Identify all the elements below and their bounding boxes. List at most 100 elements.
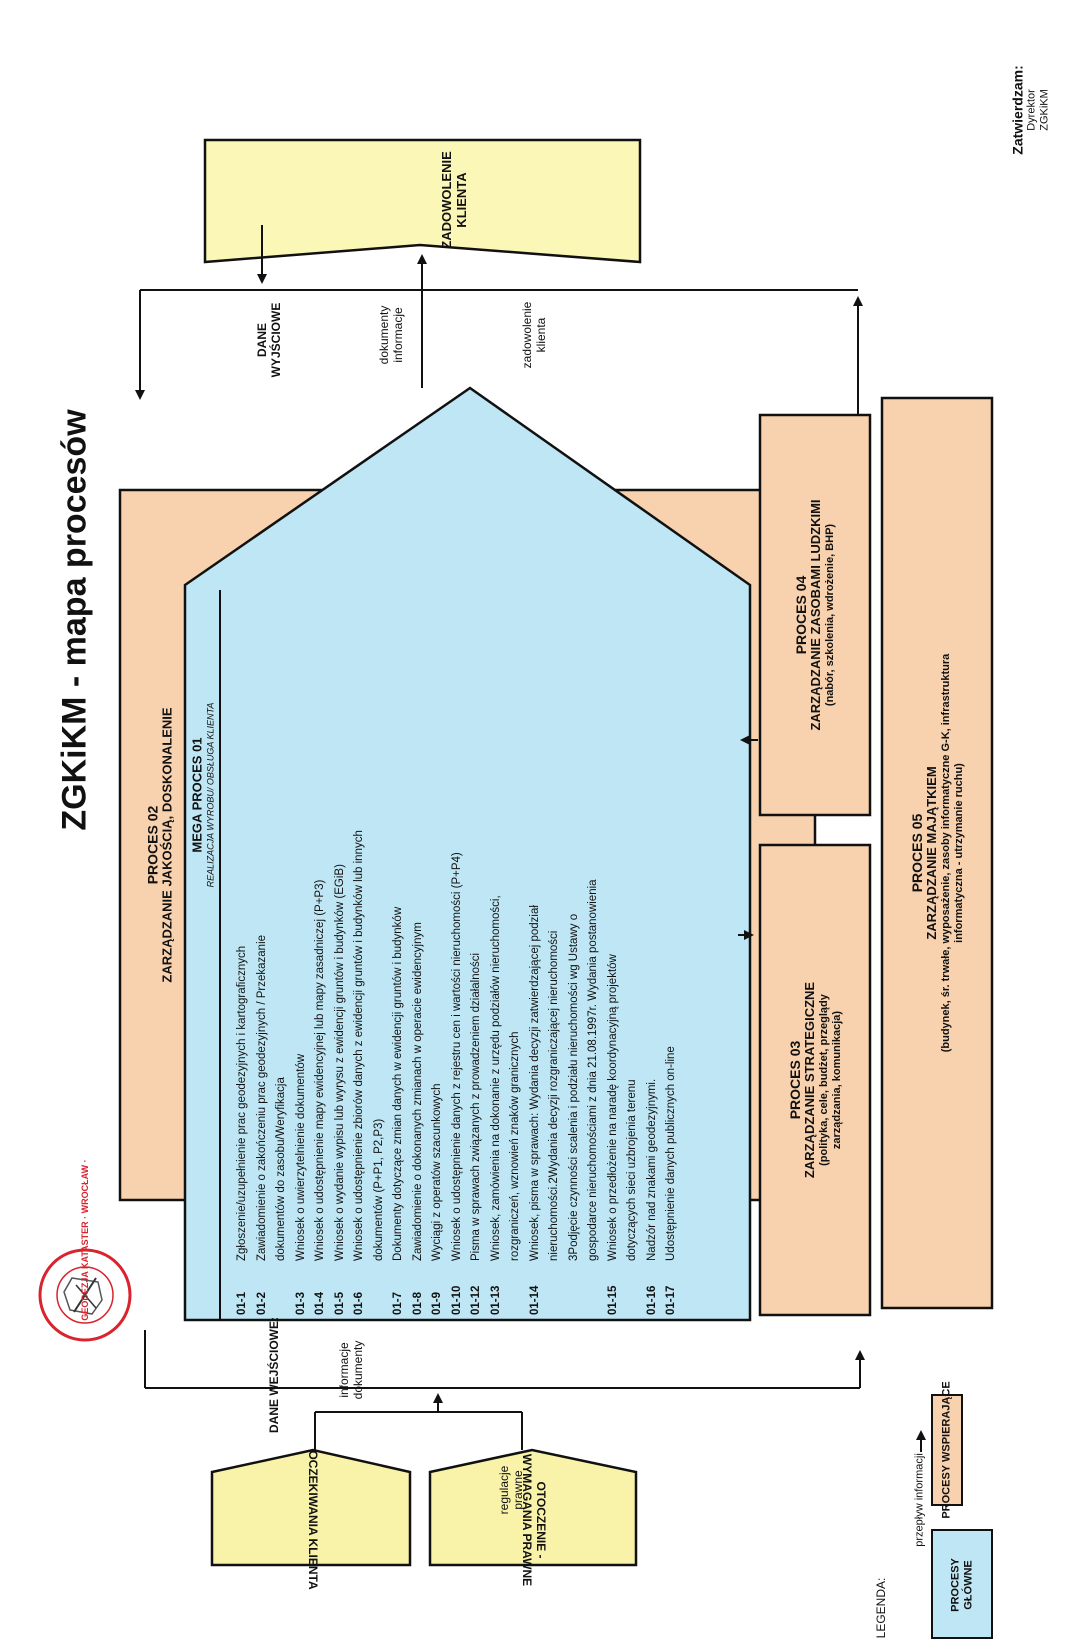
process-04-name: PROCES 04 [793,575,810,655]
item-text: Zgłoszenie/uzupełnienie prac geodezyjnyc… [236,945,248,1261]
mega-process-item: gospodarce nieruchomościami z dnia 21.08… [584,830,604,1315]
item-code: 01-1 [236,1291,248,1315]
item-text: Pisma w sprawach związanych z prowadzeni… [470,952,482,1261]
item-code: 01-2 [255,1291,268,1315]
item-text: Wniosek o udostępnienie mapy ewidencyjne… [314,879,326,1261]
process-04-detail: (nabór, szkolenia, wdrożenie, BHP) [824,523,837,707]
process-02-label: PROCES 02 ZARZĄDZANIE JAKOŚCIĄ, DOSKONAL… [144,707,175,982]
item-code: 01-6 [353,1291,365,1315]
mega-process-item: dotyczących sieci uzbrojenia terenu [623,830,643,1315]
item-text: dokumentów do zasobu/Weryfikacja [275,1077,287,1261]
process-04-label: PROCES 04 ZARZĄDZANIE ZASOBAMI LUDZKIMI … [793,499,837,730]
mega-process-item: 01-3 Wniosek o uwierzytelnienie dokumentó… [292,830,312,1315]
process-03-label: PROCES 03 ZARZĄDZANIE STRATEGICZNE (poli… [786,981,843,1179]
process-02-desc: ZARZĄDZANIE JAKOŚCIĄ, DOSKONALENIE [159,707,175,983]
item-code: 01-4 [314,1291,326,1315]
mega-process-item: 01-10 Wniosek o udostępnienie danych z re… [448,830,468,1315]
process-04-desc: ZARZĄDZANIE ZASOBAMI LUDZKIMI [808,499,824,731]
mega-process-item: rozgraniczeń, wznowień znaków granicznyc… [506,830,526,1315]
item-text: Zawiadomienie o zakończeniu prac geodezy… [255,934,268,1261]
item-text: Udostępnienie danych publicznych on-line [665,1046,677,1261]
item-text: Wyciągi z operatów szacunkowych [431,1083,443,1261]
item-text: 3Podjęcie czynności scalenia i podziału … [567,913,580,1261]
item-code: 01-12 [470,1285,482,1315]
approval-block: Zatwierdzam: Dyrektor ZGKiKM [1009,65,1050,154]
mega-process-item: 01-16 Nadzór nad znakami geodezyjnymi. [643,830,663,1315]
item-code: 01-8 [411,1291,424,1315]
mega-process-item: 01-1 Zgłoszenie/uzupełnienie prac geodezy… [233,830,253,1315]
item-text: Wniosek o udostępnienie danych z rejestr… [450,852,463,1261]
environment-label: OTOCZENIE -WYMAGANIA PRAWNE [520,1453,548,1587]
mega-process-01-shape [183,386,752,1322]
mega-process-item: 01-6 Wniosek o udostępnienie zbiorów dany… [350,830,370,1315]
mega-process-item: 01-4 Wniosek o udostępnienie mapy ewidenc… [311,830,331,1315]
page-title: ZGKiKM - mapa procesów [55,409,94,831]
item-text: Wniosek, pisma w sprawach: Wydania decyz… [528,905,541,1261]
legend-support-label: PROCESY WSPIERAJĄCE [940,1381,953,1519]
item-text: Zawiadomienie o dokonanych zmianach w op… [411,922,424,1261]
process-03-name: PROCES 03 [786,1040,803,1120]
item-text: dokumentów (P+P1, P2,P3) [372,1118,385,1261]
item-text: Dokumenty dotyczące zmian danych w ewide… [392,906,404,1261]
item-text: Wniosek o uwierzytelnienie dokumentów [294,1053,307,1261]
customer-expectations-label: OCZEKIWANIA KLIENTA [305,1450,320,1590]
item-code: 01-5 [333,1291,346,1315]
item-text: Nadzór nad znakami geodezyjnymi. [645,1078,658,1261]
legend-flow-label: przepływ informacji [913,1453,926,1547]
process-03-desc: ZARZĄDZANIE STRATEGICZNE [801,981,817,1179]
mega-process-item: 01-17Udostępnienie danych publicznych on… [662,830,682,1315]
mega-process-item: 01-9 Wyciągi z operatów szacunkowych [428,830,448,1315]
item-text: Wniosek o przedłożenie na naradę koordyn… [606,954,619,1261]
legend-label: LEGENDA: [874,1577,889,1639]
item-text: gospodarce nieruchomościami z dnia 21.08… [587,879,599,1261]
mega-process-item: 01-2 Zawiadomienie o zakończeniu prac geo… [253,830,273,1315]
item-code: 01-3 [294,1291,307,1315]
item-text: Wniosek, zamówienia na dokonanie z urzęd… [489,895,502,1261]
item-code: 01-16 [645,1285,658,1315]
item-text: nieruchomości.2Wydania decyzji rozgranic… [548,930,560,1261]
item-text: dotyczących sieci uzbrojenia terenu [626,1079,638,1261]
item-text: rozgraniczeń, wznowień znaków granicznyc… [509,1031,521,1261]
process-05-shape [880,396,994,1310]
approval-role: Dyrektor [1025,89,1038,131]
environment-shape [428,1448,638,1567]
process-04-shape [758,413,872,817]
mega-process-item: 01-14 Wniosek, pisma w sprawach: Wydania … [526,830,546,1315]
process-05-name: PROCES 05 [908,813,925,893]
item-code: 01-10 [450,1285,463,1315]
mega-process-item: 01-7 Dokumenty dotyczące zmian danych w e… [389,830,409,1315]
process-02-name: PROCES 02 [144,805,161,885]
legend-support-swatch [931,1394,963,1506]
approval-org: ZGKiKM [1038,89,1051,131]
stamp-logo [38,1248,132,1342]
mega-process-item: 3Podjęcie czynności scalenia i podziału … [565,830,585,1315]
process-05-label: PROCES 05 ZARZĄDZANIE MAJĄTKIEM (budynek… [908,653,965,1053]
item-text: Wniosek o udostępnienie zbiorów danych z… [353,830,365,1261]
mega-process-name: MEGA PROCES 01 [189,737,205,853]
item-code: 01-15 [606,1285,619,1315]
item-code: 01-9 [431,1291,443,1315]
mega-process-item: 01-13Wniosek, zamówienia na dokonanie z … [487,830,507,1315]
mega-process-subtitle: REALIZACJA WYROBU/ OBSŁUGA KLIENTA [205,702,216,888]
customer-satisfaction-shape [203,138,642,264]
mega-process-header: MEGA PROCES 01 REALIZACJA WYROBU/ OBSŁUG… [189,702,216,888]
mega-process-item: 01-12 Pisma w sprawach związanych z prowa… [467,830,487,1315]
mega-process-item: 01-5Wniosek o wydanie wypisu lub wyrysu … [331,830,351,1315]
legend-main-swatch [931,1529,993,1639]
mega-process-item: dokumentów (P+P1, P2,P3) [370,830,390,1315]
stamp-text: GEODEZJA KATASTER · WROCŁAW · [79,1159,90,1321]
mega-process-items: 01-1 Zgłoszenie/uzupełnienie prac geodezy… [233,830,682,1315]
process-05-desc: ZARZĄDZANIE MAJĄTKIEM [923,766,939,940]
mega-process-item: nieruchomości.2Wydania decyzji rozgranic… [545,830,565,1315]
customer-expectations-shape [210,1448,412,1567]
mega-process-item: 01-8 Zawiadomienie o dokonanych zmianach … [409,830,429,1315]
process-03-shape [758,843,872,1317]
item-code: 01-14 [528,1285,541,1315]
item-code: 01-7 [392,1291,404,1315]
